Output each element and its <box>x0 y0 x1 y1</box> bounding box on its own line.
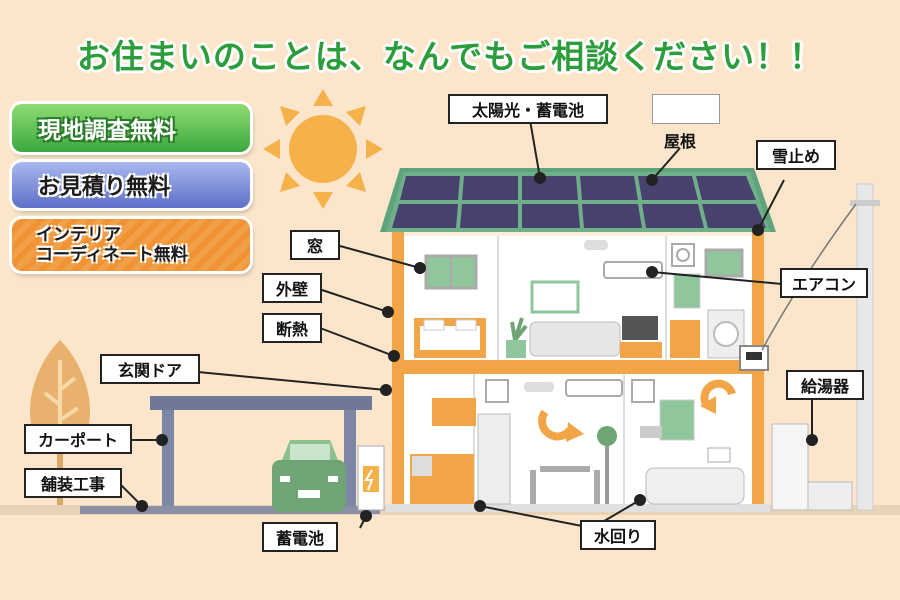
car-icon <box>272 440 346 512</box>
label-paving: 舗装工事 <box>24 468 122 498</box>
label-entrance-door: 玄関ドア <box>100 354 200 384</box>
badge-free-survey: 現地調査無料 <box>12 104 250 152</box>
carport <box>80 396 380 514</box>
label-water-area: 水回り <box>580 520 656 550</box>
solar-panels <box>392 176 766 228</box>
label-window: 窓 <box>290 230 340 260</box>
blank-box <box>652 94 720 124</box>
label-aircon: エアコン <box>780 268 868 298</box>
tree-icon <box>29 340 91 505</box>
badge-free-estimate: お見積り無料 <box>12 162 250 208</box>
label-water-heater: 給湯器 <box>786 370 864 400</box>
label-carport: カーポート <box>24 424 132 454</box>
battery-icon <box>357 445 385 511</box>
label-battery: 蓄電池 <box>262 522 338 552</box>
label-snow-stop: 雪止め <box>756 140 836 170</box>
label-insulation: 断熱 <box>262 313 322 343</box>
label-solar-battery: 太陽光・蓄電池 <box>448 94 608 124</box>
badge-free-interior: インテリア コーディネート無料 <box>12 219 250 271</box>
label-roof: 屋根 <box>664 132 697 151</box>
sun-icon <box>263 89 383 209</box>
page-title: お住まいのことは、なんでもご相談ください！！ <box>76 37 824 76</box>
badge-interior-line1: インテリア <box>36 225 121 245</box>
fan-icon <box>671 243 695 267</box>
badge-interior-line2: コーディネート無料 <box>36 245 188 265</box>
label-outer-wall: 外壁 <box>262 273 322 303</box>
